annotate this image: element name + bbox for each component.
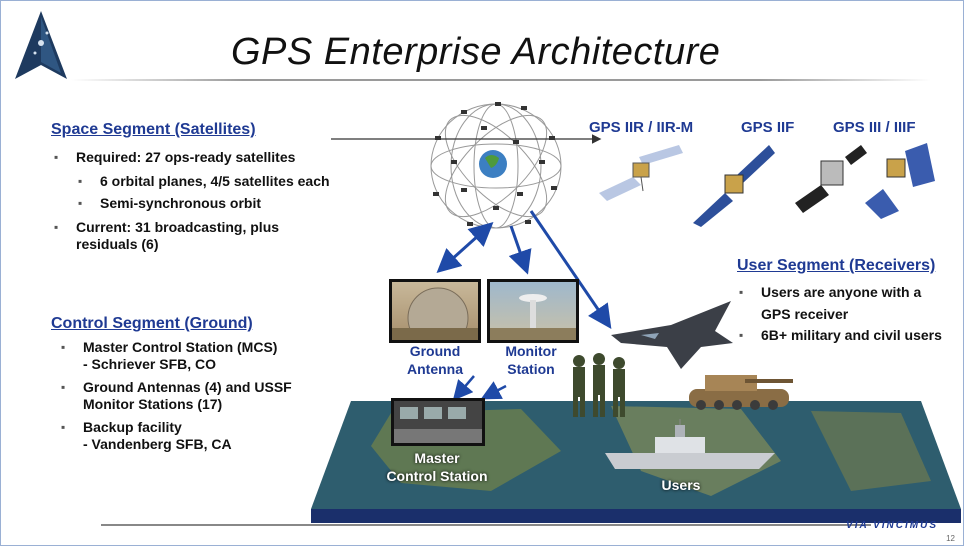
space-segment-heading: Space Segment (Satellites) [51, 121, 256, 138]
space-subitem: ▪Semi-synchronous orbit [78, 195, 262, 211]
user-segment-heading: User Segment (Receivers) [737, 257, 936, 274]
space-item: ▪Required: 27 ops-ready satellites [54, 149, 296, 165]
page-title: GPS Enterprise Architecture [231, 31, 721, 73]
ground-antenna-photo [389, 279, 481, 349]
sat-label-iii: GPS III / IIIF [833, 119, 916, 136]
control-item: ▪Master Control Station (MCS)- Schriever… [61, 339, 278, 372]
user-item: ▪6B+ military and civil users [739, 327, 942, 343]
page-number: 12 [946, 534, 955, 543]
control-segment-heading: Control Segment (Ground) [51, 315, 253, 332]
title-divider [71, 79, 931, 81]
users-label: Users [661, 477, 701, 493]
soldiers-image [573, 353, 625, 417]
footer-rule [101, 524, 871, 526]
sat-label-iir: GPS IIR / IIR-M [589, 119, 694, 136]
ship-image [605, 419, 775, 469]
tank-image [689, 375, 793, 410]
gps-iii-satellite-image [795, 143, 935, 219]
gps-iif-satellite-image [693, 145, 775, 227]
space-force-logo [15, 11, 67, 79]
gps-iir-satellite-image [599, 145, 683, 201]
space-subitem: ▪6 orbital planes, 4/5 satellites each [78, 173, 330, 189]
satellite-constellation [430, 102, 562, 229]
sat-label-iif: GPS IIF [741, 119, 795, 136]
master-control-station-photo [391, 398, 485, 446]
monitor-station-photo [487, 279, 579, 343]
footer-motto: VIA VINCIMUS [846, 520, 938, 531]
fighter-jet-image [611, 301, 733, 369]
control-item: ▪Backup facility- Vandenberg SFB, CA [61, 419, 232, 452]
